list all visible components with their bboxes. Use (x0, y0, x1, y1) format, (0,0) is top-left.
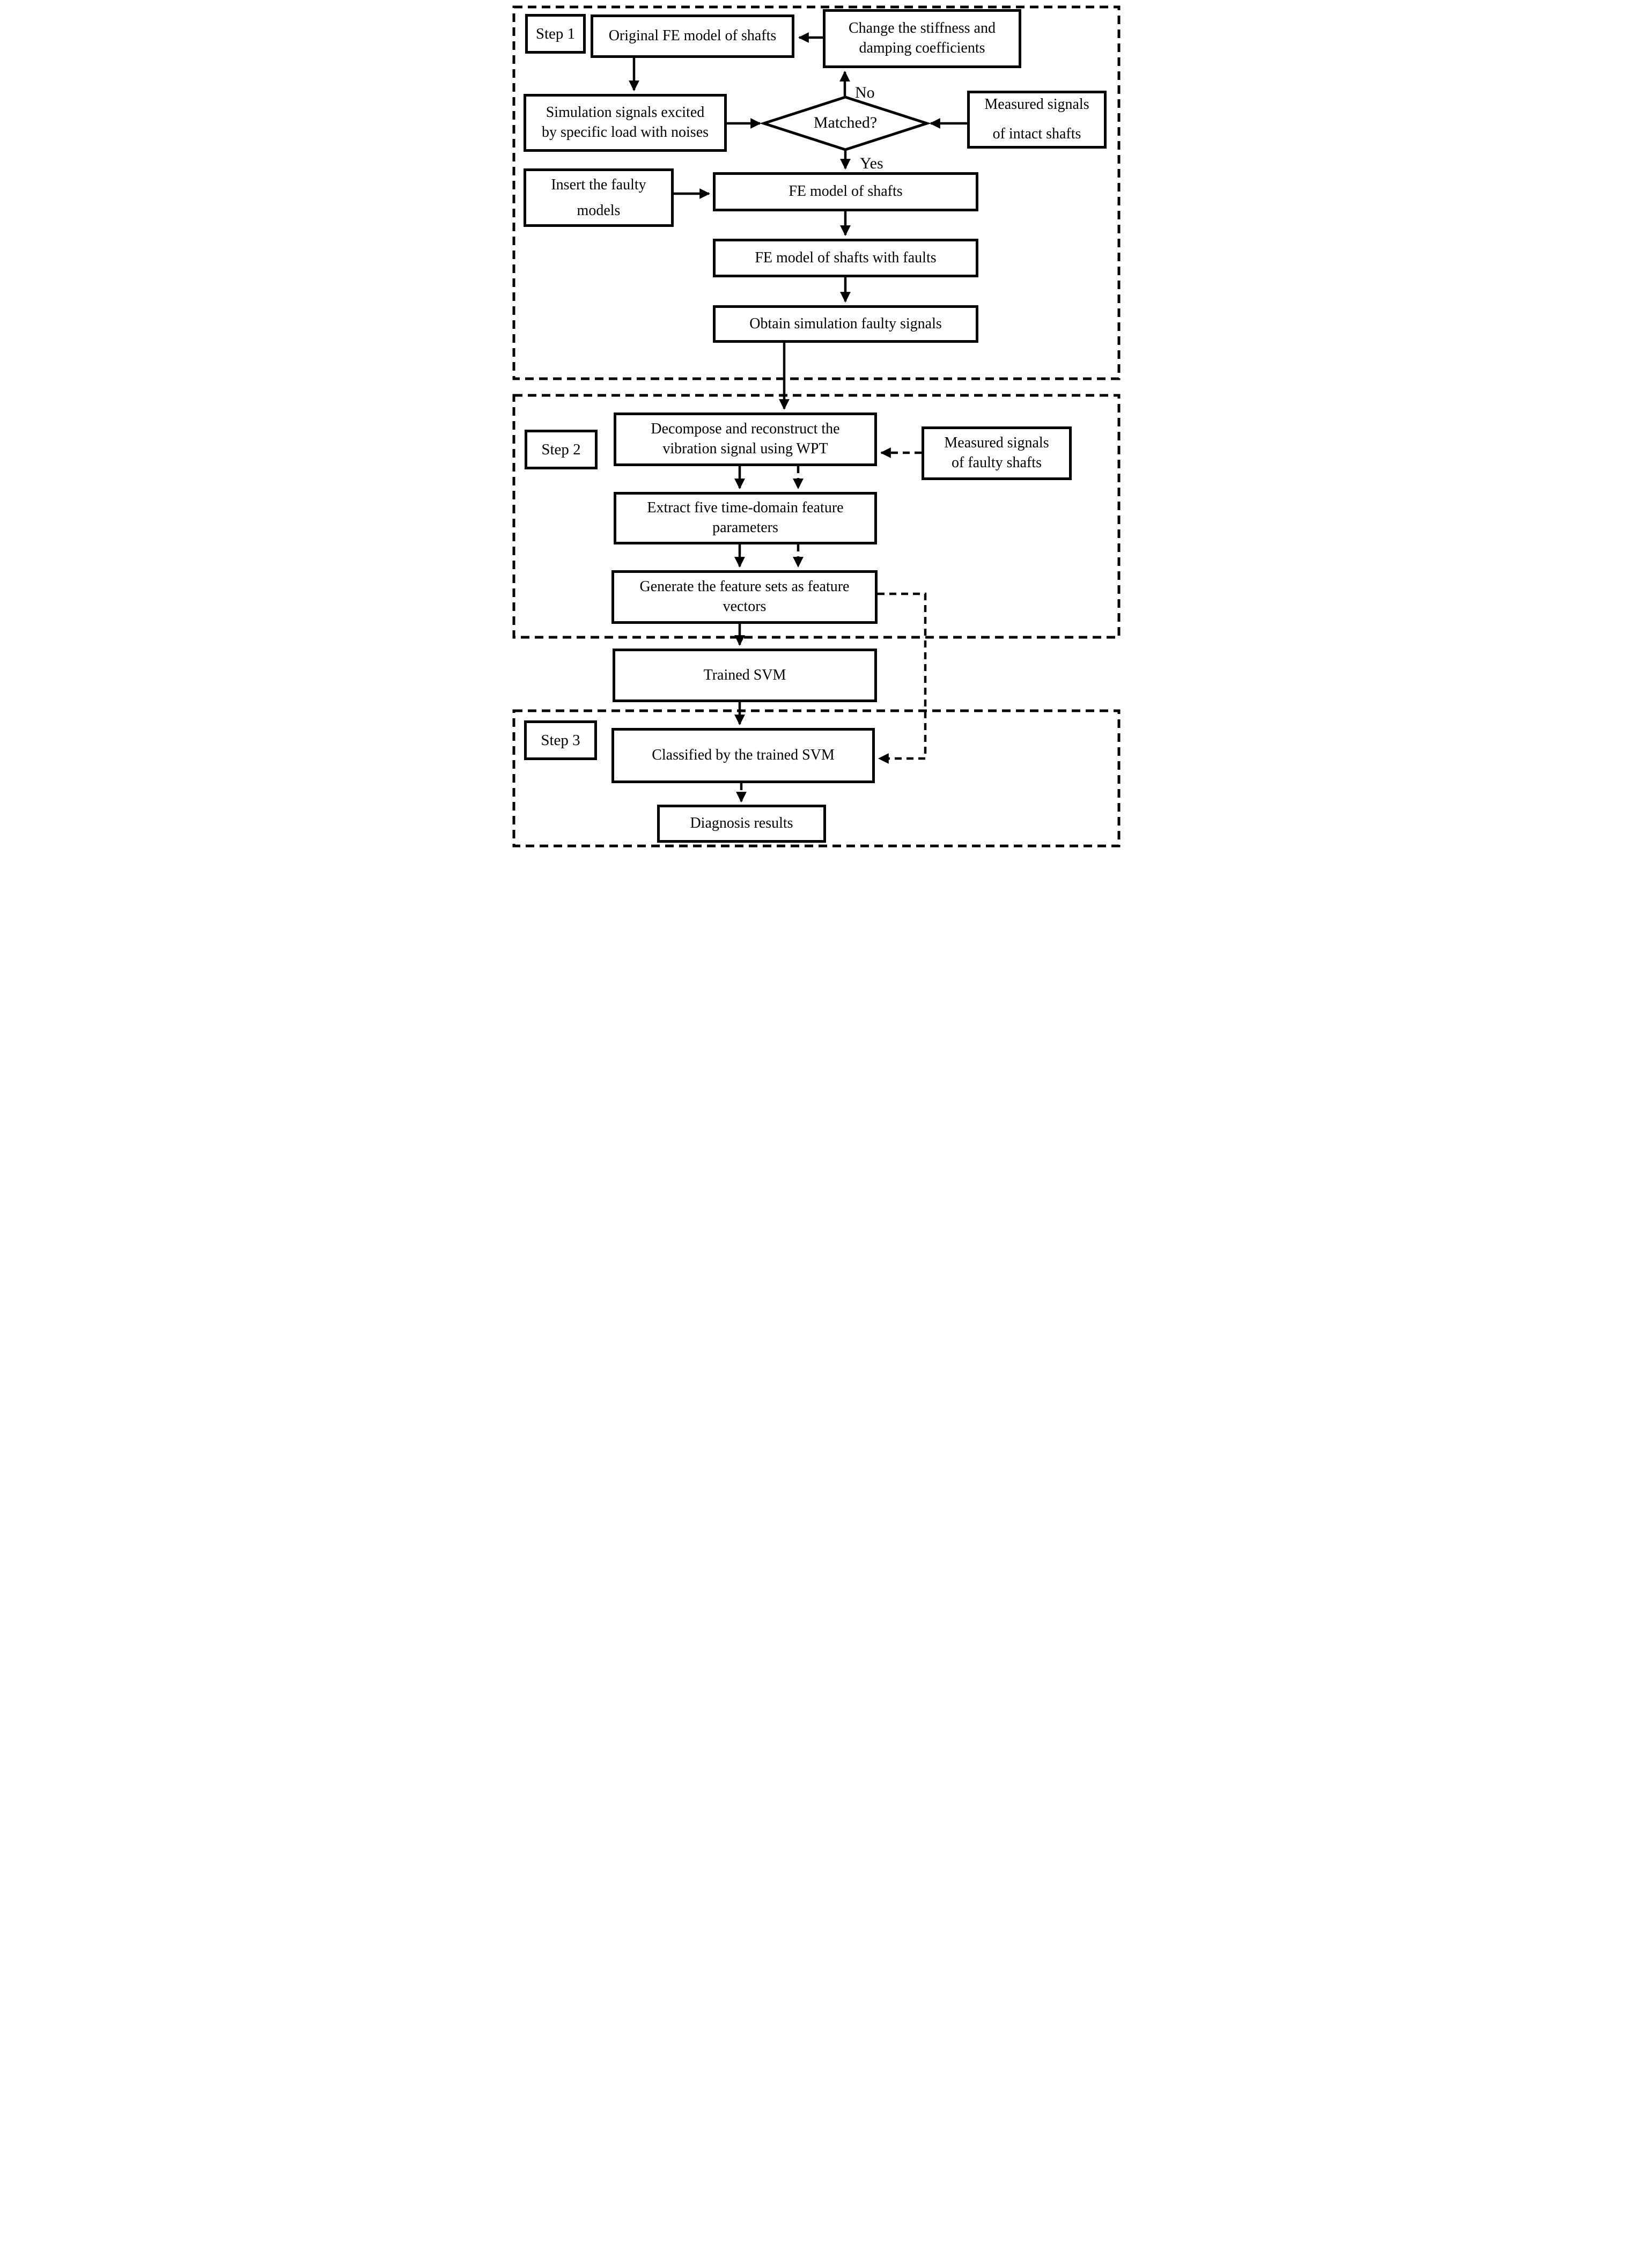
node-trained-svm: Trained SVM (613, 649, 877, 702)
node-original-fe-model: Original FE model of shafts (591, 14, 794, 58)
node-measured-signals-intact: Measured signals of intact shafts (967, 91, 1107, 149)
step2-label-box: Step 2 (525, 430, 598, 469)
flowchart-canvas: Step 1 Step 2 Step 3 Original FE model o… (511, 0, 1125, 851)
node-classified-by-svm: Classified by the trained SVM (611, 728, 875, 783)
node-fe-model: FE model of shafts (713, 172, 978, 211)
node-simulation-signals: Simulation signals excited by specific l… (524, 94, 727, 152)
arrow-generate-feedback-to-classified (878, 592, 927, 764)
step2-label: Step 2 (541, 440, 581, 458)
step3-region-border (512, 709, 1121, 848)
node-diagnosis-results: Diagnosis results (657, 805, 826, 843)
decision-no-label: No (855, 84, 875, 101)
step3-label: Step 3 (541, 731, 580, 749)
step3-label-box: Step 3 (524, 720, 597, 760)
matched-decision-label: Matched? (813, 114, 878, 131)
node-insert-faulty-models: Insert the faulty models (524, 168, 674, 227)
decision-yes-label: Yes (860, 154, 883, 172)
node-change-coefficients: Change the stiffness and damping coeffic… (823, 9, 1021, 68)
node-decompose-wpt: Decompose and reconstruct the vibration … (614, 413, 877, 466)
step1-label: Step 1 (535, 25, 576, 42)
step1-label-box: Step 1 (525, 14, 586, 54)
node-measured-signals-faulty: Measured signals of faulty shafts (922, 426, 1072, 480)
node-extract-features: Extract five time-domain feature paramet… (614, 492, 877, 544)
flow-connectors (512, 5, 1121, 848)
node-fe-model-with-faults: FE model of shafts with faults (713, 239, 978, 277)
node-obtain-faulty-signals: Obtain simulation faulty signals (713, 305, 978, 343)
step2-region-border (512, 394, 1121, 639)
node-generate-feature-vectors: Generate the feature sets as feature vec… (611, 570, 878, 624)
matched-decision-diamond (759, 95, 932, 151)
